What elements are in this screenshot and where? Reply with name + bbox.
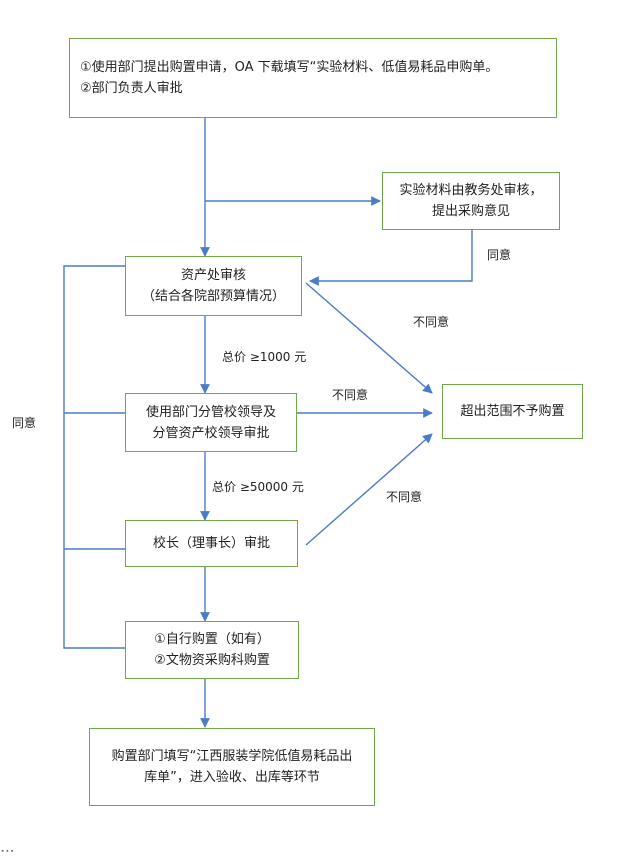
fill-form-line1: 购置部门填写“江西服装学院低值易耗品出 (111, 749, 353, 764)
edu-review-box: 实验材料由教务处审核， 提出采购意见 (382, 172, 560, 230)
apply-box: ①使用部门提出购置申请，OA 下载填写“实验材料、低值易耗品申购单。 ②部门负责… (69, 38, 557, 118)
apply-line1: ①使用部门提出购置申请，OA 下载填写“实验材料、低值易耗品申购单。 (80, 60, 499, 75)
fill-form-line2: 库单”，进入验收、出库等环节 (144, 770, 320, 785)
disagree-leader-label: 不同意 (332, 388, 369, 402)
threshold-50000-label: 总价 ≥50000 元 (212, 480, 304, 494)
arrow-president-disagree (305, 433, 433, 546)
purchase-line2: ②文物资采购科购置 (154, 653, 270, 668)
agree-left-label: 同意 (12, 416, 37, 430)
purchase-line1: ①自行购置（如有） (154, 632, 270, 647)
disagree-asset-label: 不同意 (413, 315, 450, 329)
disagree-president-label: 不同意 (386, 490, 423, 504)
edu-line2: 提出采购意见 (431, 204, 510, 219)
president-approval-box: 校长（理事长）审批 (125, 520, 298, 567)
leader-approval-box: 使用部门分管校领导及 分管资产校领导审批 (125, 393, 297, 452)
agree-bracket (63, 265, 125, 649)
agree-edu-label: 同意 (487, 248, 512, 262)
asset-line2: （结合各院部预算情况） (141, 289, 285, 304)
fill-form-box: 购置部门填写“江西服装学院低值易耗品出 库单”，进入验收、出库等环节 (89, 728, 375, 806)
leader-line2: 分管资产校领导审批 (152, 425, 270, 441)
overflow-dots-icon: ⋮ (0, 844, 15, 858)
out-of-scope-text: 超出范围不予购置 (460, 404, 565, 419)
asset-line1: 资产处审核 (180, 268, 246, 283)
arrow-asset-disagree (305, 282, 433, 394)
purchase-box: ①自行购置（如有） ②文物资采购科购置 (125, 621, 299, 679)
threshold-1000-label: 总价 ≥1000 元 (222, 350, 307, 364)
president-text: 校长（理事长）审批 (152, 536, 270, 551)
asset-review-box: 资产处审核 （结合各院部预算情况） (125, 256, 302, 316)
out-of-scope-box: 超出范围不予购置 (442, 384, 583, 439)
edu-line1: 实验材料由教务处审核， (399, 183, 543, 198)
apply-line2: ②部门负责人审批 (80, 81, 183, 96)
leader-line1: 使用部门分管校领导及 (145, 404, 276, 420)
arrow-edu-to-asset (309, 230, 473, 286)
